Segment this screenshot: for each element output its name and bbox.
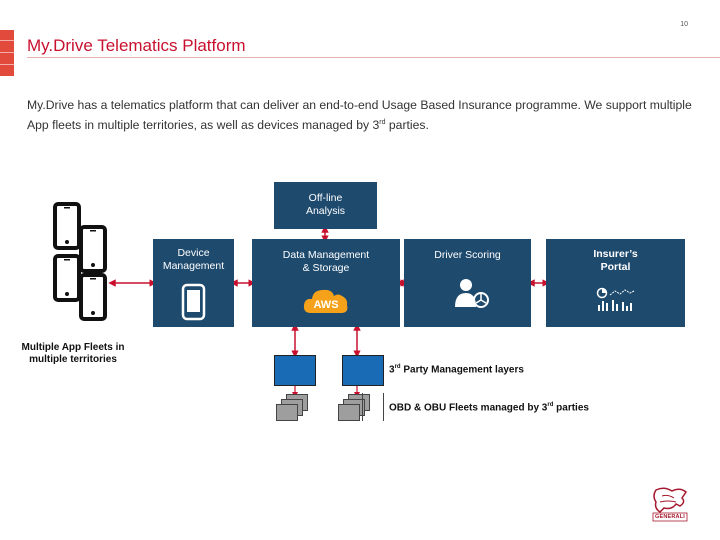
obd-device-stack	[276, 394, 316, 428]
insurer-portal-box: Insurer’s Portal	[546, 239, 685, 327]
title-divider	[27, 57, 720, 58]
generali-wordmark: GENERALI	[654, 514, 686, 520]
third-party-label: 3rd Party Management layers	[389, 364, 524, 376]
obd-device-card	[276, 404, 298, 421]
accent-line	[0, 40, 14, 41]
aws-cloud-icon: AWS	[303, 289, 348, 313]
third-party-management-box	[342, 355, 384, 386]
obd-device-bracket	[362, 393, 384, 421]
obd-device-card	[338, 404, 360, 421]
accent-line	[0, 64, 14, 65]
app-fleets-label: Multiple App Fleets in multiple territor…	[21, 342, 125, 365]
page-number: 10	[680, 21, 688, 28]
generali-logo: GENERALI	[650, 486, 690, 522]
mobile-phone-icon	[181, 283, 206, 321]
dashboard-chart-icon	[596, 287, 635, 311]
obd-device-stack	[338, 394, 378, 428]
accent-line	[0, 52, 14, 53]
intro-paragraph: My.Drive has a telematics platform that …	[27, 98, 692, 133]
aws-label: AWS	[313, 299, 338, 311]
third-party-management-box	[274, 355, 316, 386]
device-management-box: Device Management	[153, 239, 234, 327]
generali-lion-icon	[652, 487, 688, 522]
offline-analysis-box: Off-line Analysis	[274, 182, 377, 229]
app-fleet-phones	[52, 201, 112, 326]
smartphone-icon	[53, 202, 107, 321]
data-management-box: Data Management & Storage AWS	[252, 239, 400, 327]
driver-scoring-box: Driver Scoring	[404, 239, 531, 327]
accent-bar	[0, 30, 14, 76]
obd-fleets-label: OBD & OBU Fleets managed by 3rd parties	[389, 402, 589, 414]
page-title: My.Drive Telematics Platform	[27, 36, 246, 55]
driver-icon	[455, 279, 489, 308]
